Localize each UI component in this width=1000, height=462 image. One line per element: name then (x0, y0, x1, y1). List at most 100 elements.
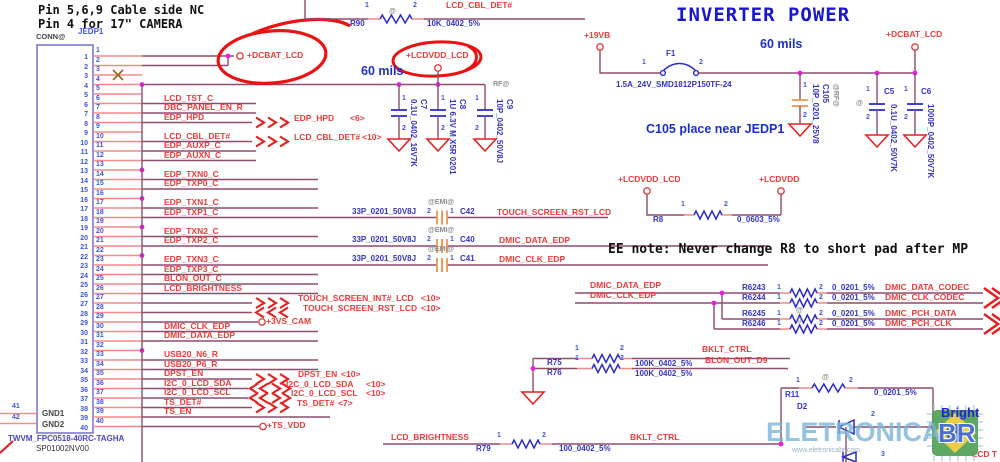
connector-pin-number-outer: 22 (96, 246, 104, 254)
connector-pin-number-inner: 21 (80, 244, 88, 251)
junction-dot (530, 366, 536, 371)
chevron-left-icon (247, 382, 259, 395)
label-power-ts_vdd: +TS_VDD (267, 420, 306, 430)
label-components-r8-ref: R8 (653, 215, 664, 224)
label-components-r11-tag: @ (822, 374, 829, 381)
label-components-c5-tag: @ (856, 100, 863, 107)
label-components-r90-pin1: 1 (365, 2, 369, 9)
label-components-c6-value: 1000P_0402_50V7K (926, 104, 935, 179)
offpage-page-ref: <10> (421, 302, 441, 313)
connector-pin-number-outer: 17 (96, 199, 104, 206)
fuse-icon (659, 69, 667, 77)
pin-net-label: DMIC_CLK_EDP (164, 320, 231, 331)
connector-pin-number-outer: 25 (96, 275, 104, 282)
pin-net-label: EDP_AUXN_C (164, 149, 222, 160)
chevron-left-icon (253, 306, 265, 319)
label-components-r76-ref: R76 (547, 368, 562, 377)
connector-pin-number-outer: 34 (96, 360, 104, 368)
label-components-emi_caps-1-pin2: 2 (427, 236, 431, 243)
label-components-r79-value: 100_0402_5% (559, 444, 611, 453)
wire (646, 194, 684, 216)
label-components-f1-ref: F1 (666, 49, 676, 58)
label-components-r76-pin1: 1 (575, 355, 579, 362)
connector-pin-number-outer: 18 (96, 208, 104, 216)
label-components-dmic_resistors-3-pin2: 2 (819, 320, 823, 327)
connector-pin-number-outer: 28 (96, 303, 104, 311)
label-components-dmic_resistors-1-in: DMIC_CLK_EDP (590, 290, 657, 300)
capacitor-icon (907, 103, 923, 111)
pin-net-label: LCD_CBL_DET# (164, 130, 231, 141)
no-connect-x-icon (112, 69, 124, 81)
chevron-right-icon (255, 373, 267, 385)
label-components-r75-net: BKLT_CTRL (702, 344, 752, 354)
pin-net-label: DPST_EN (164, 368, 204, 378)
label-components-emi_caps-1-tag: @EMI@ (428, 227, 455, 234)
connector-pin-number-inner: 31 (80, 339, 88, 346)
junction-dot (225, 53, 231, 59)
label-components-c5-ref: C5 (884, 87, 895, 96)
label-components-c8-pin2: 2 (441, 125, 445, 132)
connector-pin-number-outer: 2 (96, 56, 100, 64)
label-components-c7-pin1: 1 (402, 95, 406, 102)
pin-net-label: DBC_PANEL_EN_R (164, 102, 243, 112)
label-components-dmic_resistors-0-out: DMIC_DATA_CODEC (885, 282, 970, 292)
label-components-dmic_resistors-3-ref: R6246 (742, 319, 766, 328)
chevron-right-icon (991, 286, 1000, 310)
offpage-net-label: LCD_CBL_DET# (294, 131, 361, 142)
capacitor-icon (869, 103, 885, 111)
wire (304, 0, 368, 20)
chevron-right-icon (271, 392, 283, 404)
label-notes-lcd_t_note: LCD T (972, 449, 998, 459)
label-notes-pin_note_line2: Pin 4 for 17" CAMERA (38, 17, 183, 31)
wire (0, 412, 37, 425)
label-components-c6-ref: C6 (921, 87, 932, 96)
connector-pin-number-outer: 31 (96, 332, 104, 339)
connector-pin-number-outer: 1 (96, 47, 100, 54)
label-components-r90-tag: @ (389, 8, 396, 15)
label-notes-pin_note_line1: Pin 5,6,9 Cable side NC (38, 3, 205, 17)
label-connector-alt_part_number: SP01002NV00 (36, 444, 89, 453)
power-terminal-icon (258, 318, 266, 326)
label-components-emi_caps-0-value: 33P_0201_50V8J (352, 206, 417, 216)
pin-net-label: EDP_TXN0_C (164, 168, 219, 179)
connector-pin-number-outer: 20 (96, 227, 104, 235)
chevron-right-icon (271, 382, 283, 395)
capacitor-icon (441, 258, 448, 272)
wire (599, 50, 660, 74)
connector-pin-number-inner: 26 (80, 291, 88, 299)
connector-pin-number-inner: 15 (80, 187, 88, 194)
label-components-dmic_resistors-3-pin1: 1 (777, 320, 781, 327)
connector-pin-number-inner: 36 (80, 386, 88, 394)
label-components-c105-tag: @RF@ (832, 84, 839, 107)
label-components-d2-pin2: 2 (871, 411, 875, 418)
label-components-dmic_resistors-2-tag: @ (796, 307, 803, 314)
pin-net-label: TS_DET# (164, 396, 202, 407)
ground-icon (787, 123, 813, 138)
junction-dot (711, 300, 717, 306)
pin-net-label: USB20_N6_R (164, 349, 218, 359)
connector-pin-number-outer: 37 (96, 389, 104, 396)
label-components-r79-in: LCD_BRIGHTNESS (391, 432, 469, 442)
label-components-emi_caps-2-net: DMIC_CLK_EDP (499, 254, 566, 264)
connector-pin-number-inner: 30 (80, 329, 88, 337)
label-components-c5-pin1: 1 (866, 86, 870, 93)
label-components-r11-value: 0_0201_5% (874, 388, 917, 397)
connector-pin-number-outer: 11 (96, 142, 104, 149)
chevron-right-icon (255, 135, 267, 148)
junction-dot (778, 441, 784, 447)
chevron-right-icon (255, 401, 267, 414)
label-components-r75-pin1: 1 (575, 345, 579, 352)
label-components-c9-ref: C9 (505, 99, 514, 110)
label-connector-gnd_pins-0-num: 41 (12, 403, 20, 410)
resistor-icon (789, 297, 818, 309)
label-components-dmic_resistors-0-pin2: 2 (819, 284, 823, 291)
label-components-emi_caps-2-tag: @EMI@ (428, 246, 455, 253)
chevron-right-icon (267, 135, 279, 148)
chevron-right-icon (279, 135, 291, 148)
connector-pin-number-inner: 22 (80, 253, 88, 261)
connector-pin-number-outer: 16 (96, 189, 104, 197)
chevron-left-icon (265, 306, 277, 319)
connector-pin-number-inner: 8 (84, 120, 88, 128)
label-components-c5-value: 0.1U_0402_50V7K (889, 104, 898, 173)
